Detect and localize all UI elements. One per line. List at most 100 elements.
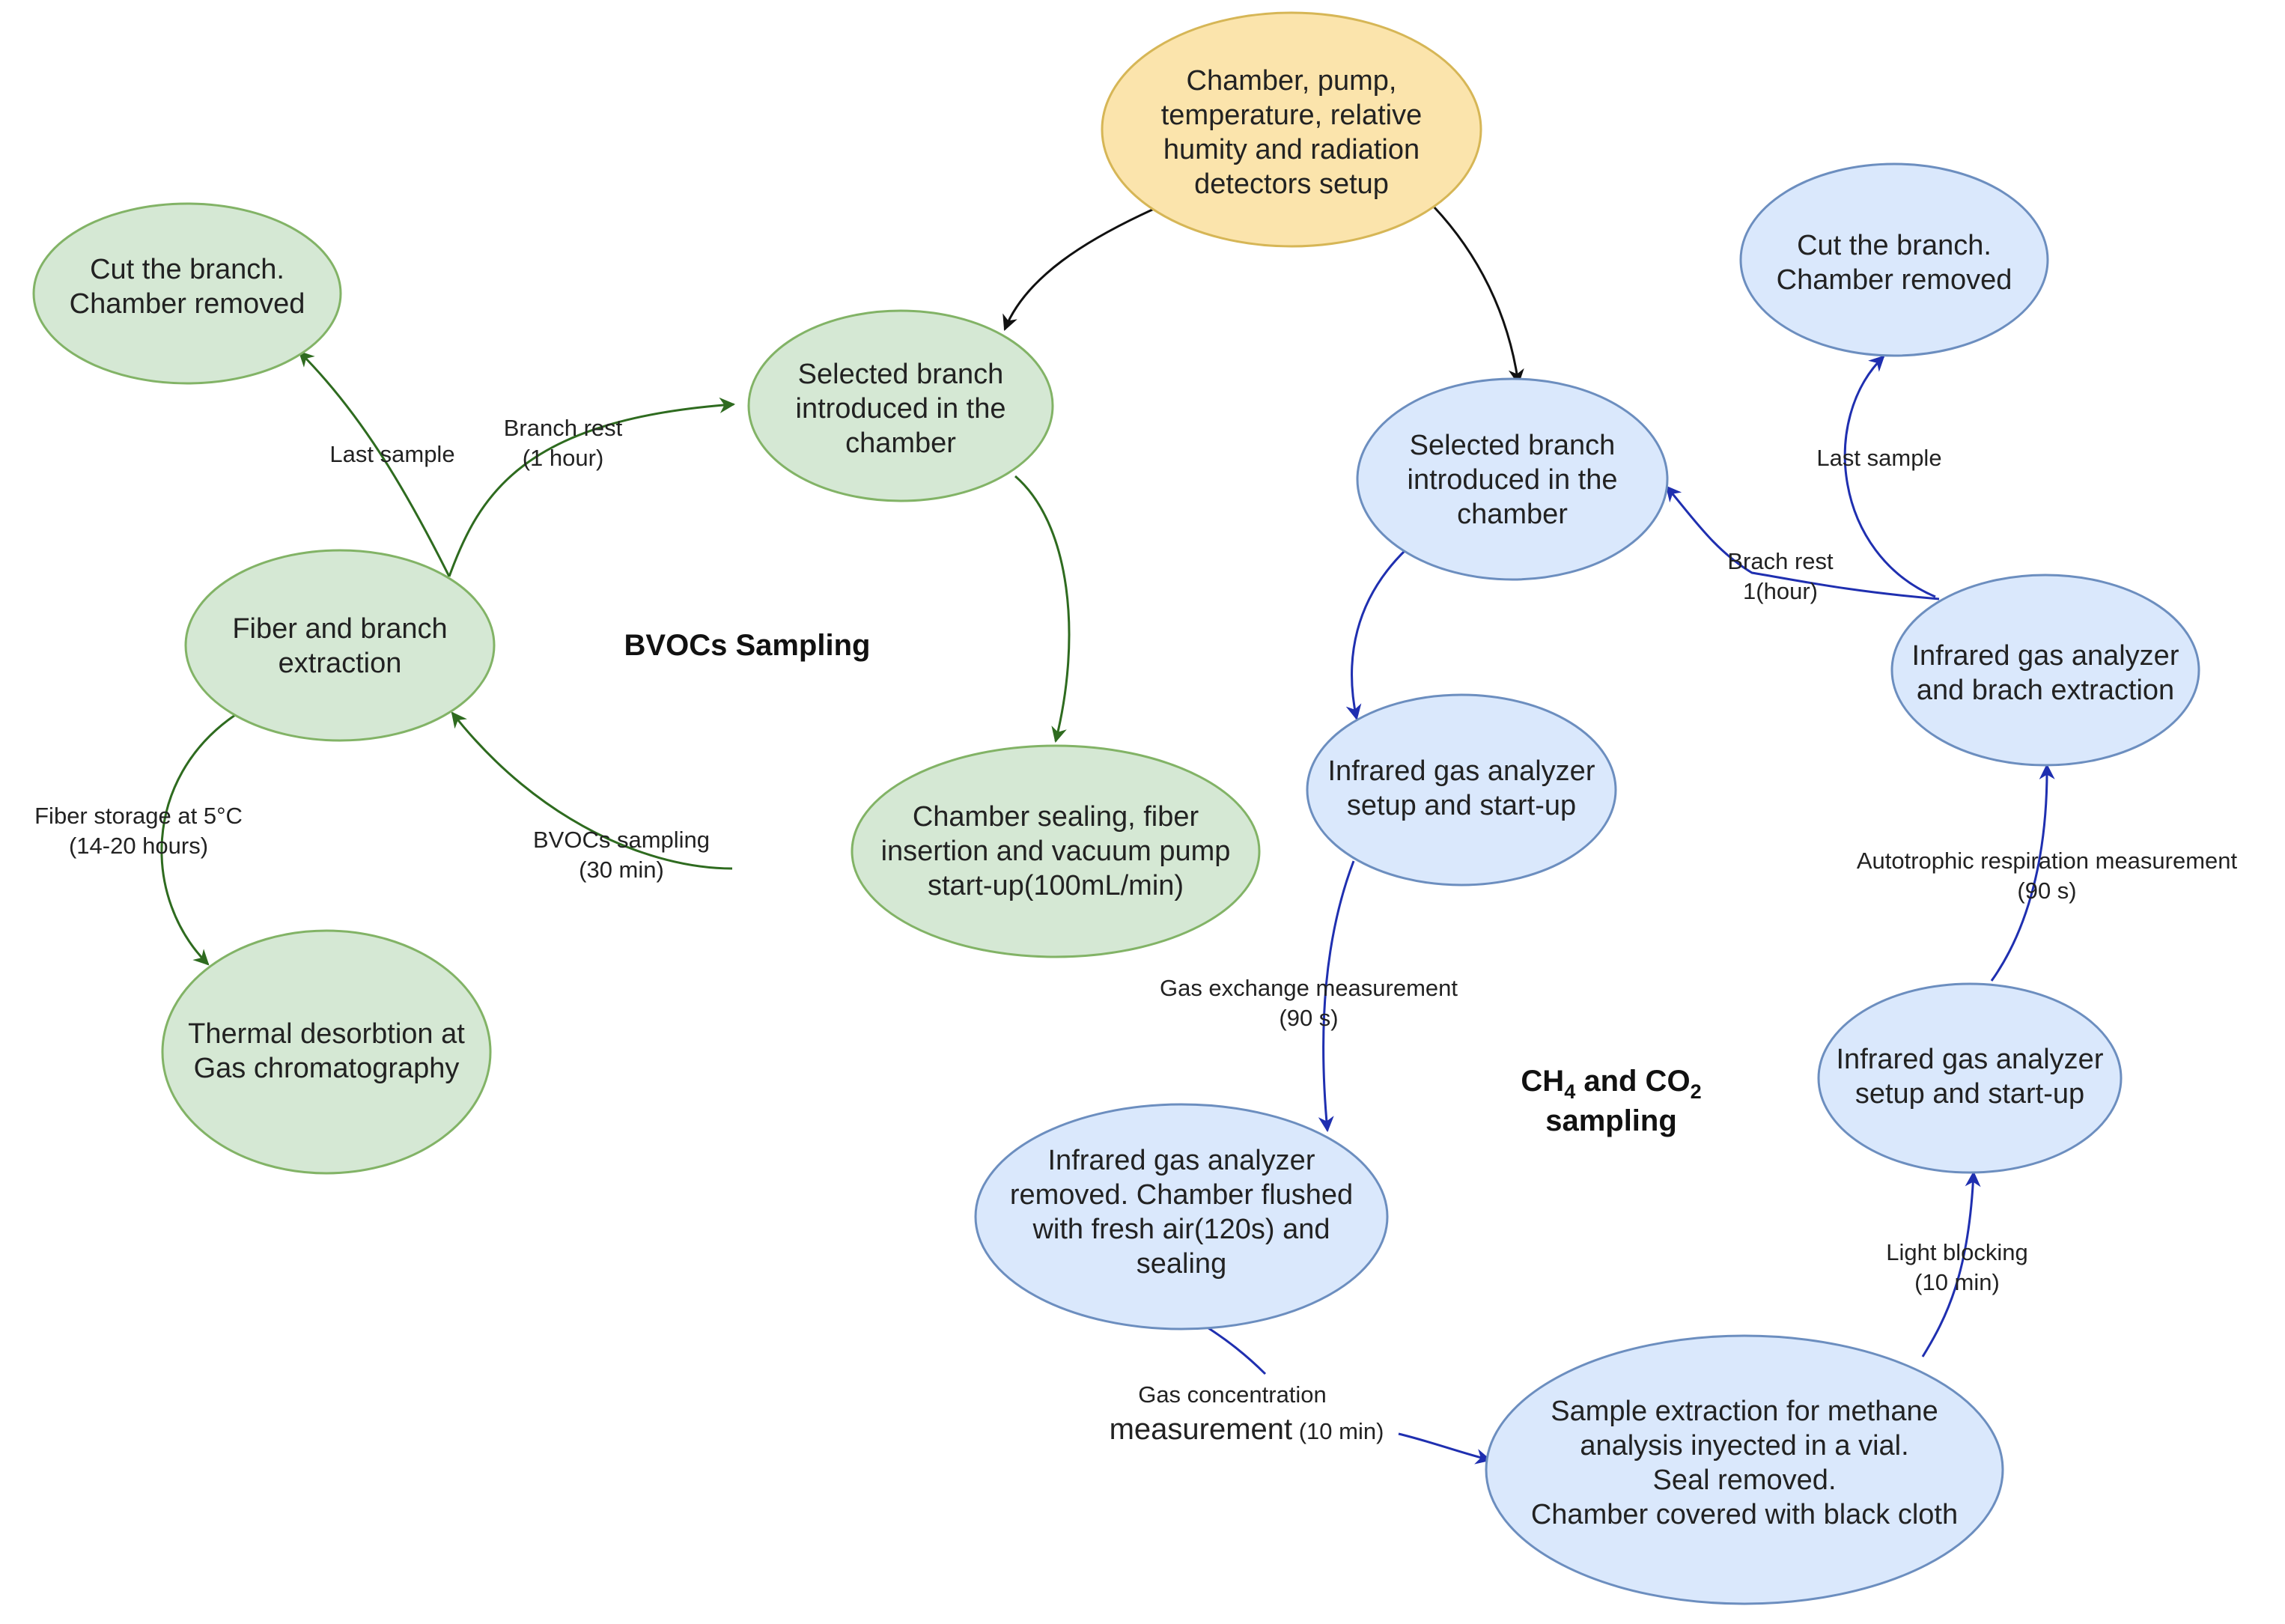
edge-fiber-extract-to-thermal — [160, 714, 236, 966]
node-green-branch-in — [747, 309, 1054, 502]
text-line: BVOCs sampling — [533, 827, 710, 853]
text-line: (90 s) — [2017, 878, 2076, 904]
text-line: setup and start-up — [1347, 790, 1576, 821]
text-line: chamber — [1457, 499, 1568, 530]
text-line: Autotrophic respiration measurement — [1857, 848, 2238, 874]
node-green-fiber-extract — [184, 549, 496, 742]
text-line: Chamber sealing, fiber — [913, 801, 1199, 833]
edge-label-bvocs-sampling: BVOCs sampling (30 min) — [533, 827, 710, 883]
text-line: Brach rest — [1727, 548, 1834, 574]
edges — [160, 205, 2055, 1465]
text-line: Chamber removed — [70, 288, 305, 320]
text-line: Branch rest — [504, 415, 623, 441]
edge-gas-conc-to-sample-ext — [1398, 1432, 1492, 1465]
node-green-sealing — [851, 744, 1261, 958]
edge-label-branch-rest: Branch rest(1 hour) — [504, 415, 623, 471]
node-blue-ira-extract — [1890, 574, 2200, 767]
edge-label-fiber-storage: Fiber storage at 5°C (14-20 hours) — [34, 803, 243, 859]
text-line: Cut the branch. — [90, 254, 285, 285]
text-line: Chamber removed — [1777, 264, 2012, 296]
edge-ira-extract-to-cut — [1843, 355, 1936, 598]
edge-branch-in-to-sealing — [1014, 475, 1071, 743]
edge-label-gas-concentration-measurement: measurement (10 min) — [1110, 1413, 1384, 1446]
text-line: Selected branch — [1410, 430, 1616, 461]
text-line: Last sample — [1816, 445, 1941, 471]
nodes — [32, 11, 2200, 1605]
node-blue-ira-setup2 — [1817, 982, 2123, 1174]
edge-ira-extract-to-branch-in — [1665, 485, 1940, 600]
text-line: Cut the branch. — [1797, 230, 1992, 261]
edge-label-last-sample-green: Last sample — [329, 441, 454, 467]
text-line: extraction — [279, 648, 402, 679]
text-line: Fiber and branch — [232, 613, 447, 645]
edge-label-brach-rest: Brach rest 1(hour) — [1727, 548, 1834, 604]
node-green-thermal — [161, 929, 492, 1175]
edge-fiber-extract-to-branch-in — [448, 397, 736, 577]
node-blue-flush — [974, 1103, 1389, 1330]
text-line: (90 s) — [1279, 1005, 1338, 1031]
edge-sealing-to-fiber-extract — [451, 711, 733, 870]
title-bvocs-sampling: BVOCs Sampling — [624, 629, 871, 662]
text-line: introduced in the — [1408, 464, 1618, 496]
text-line: analysis inyected in a vial. — [1580, 1430, 1908, 1462]
text-line: Gas exchange measurement — [1160, 975, 1458, 1001]
text-line: 1(hour) — [1743, 578, 1818, 604]
text-line: Chamber, pump, — [1187, 65, 1397, 97]
text-line: sealing — [1137, 1248, 1226, 1280]
edge-ira-setup2-to-ira-extract — [1990, 763, 2055, 982]
text-line: humity and radiation — [1163, 134, 1420, 165]
text-line: start-up(100mL/min) — [928, 870, 1184, 901]
node-blue-sample-ext — [1485, 1334, 2004, 1605]
text-line: chamber — [845, 428, 956, 459]
node-blue-branch-in — [1356, 377, 1669, 581]
text-line: insertion and vacuum pump — [881, 836, 1231, 867]
text-line: Infrared gas analyzer — [1048, 1145, 1315, 1176]
text-line: Seal removed. — [1652, 1465, 1836, 1496]
edge-label-autotrophic-resp: Autotrophic respiration measurement (90 s… — [1857, 848, 2238, 904]
text-line: (14-20 hours) — [69, 833, 208, 859]
text-line: introduced in the — [796, 393, 1006, 425]
edge-blue-branch-to-ira-setup — [1345, 548, 1408, 721]
edge-label-gas-exchange: Gas exchange measurement (90 s) — [1160, 975, 1458, 1031]
title-ch4-co2-sampling: CH4 and CO2 — [1521, 1065, 1701, 1103]
text-line: removed. Chamber flushed — [1010, 1179, 1353, 1211]
node-setup — [1101, 11, 1482, 248]
text-line: Infrared gas analyzer — [1328, 755, 1595, 787]
edge-labels: Branch rest(1 hour) Last sample BVOCs sa… — [34, 415, 2237, 1446]
text-line: Light blocking — [1886, 1239, 2028, 1265]
edge-flush-to-sample-ext — [1203, 1324, 1267, 1375]
text-line: Sample extraction for methane — [1551, 1396, 1938, 1427]
text-line: Gas chromatography — [194, 1053, 460, 1084]
node-green-cut-label: Cut the branch.Chamber removed — [70, 254, 305, 320]
title-ch4-co2-sampling-line2: sampling — [1545, 1104, 1677, 1137]
text-line: with fresh air(120s) and — [1032, 1214, 1330, 1245]
edge-label-gas-concentration: Gas concentration — [1138, 1381, 1327, 1408]
edge-setup-to-green-branch — [1002, 205, 1160, 331]
text-line: and brach extraction — [1917, 675, 2174, 706]
node-blue-ira-setup1 — [1306, 693, 1617, 886]
text-line: (10 min) — [1914, 1269, 2000, 1295]
text-line: Fiber storage at 5°C — [34, 803, 243, 829]
edge-ira-setup-to-flush — [1318, 860, 1355, 1133]
node-blue-cut-label: Cut the branch.Chamber removed — [1777, 230, 2012, 296]
edge-label-last-sample-blue: Last sample — [1816, 445, 1941, 471]
text-line: Thermal desorbtion at — [188, 1018, 465, 1050]
text-line: Chamber covered with black cloth — [1531, 1499, 1958, 1530]
text-line: Infrared gas analyzer — [1912, 640, 2179, 672]
text-line: detectors setup — [1194, 168, 1389, 200]
text-line: temperature, relative — [1161, 100, 1423, 131]
node-green-cut — [32, 202, 342, 385]
text-line: Selected branch — [798, 359, 1004, 390]
text-line: (30 min) — [579, 857, 664, 883]
